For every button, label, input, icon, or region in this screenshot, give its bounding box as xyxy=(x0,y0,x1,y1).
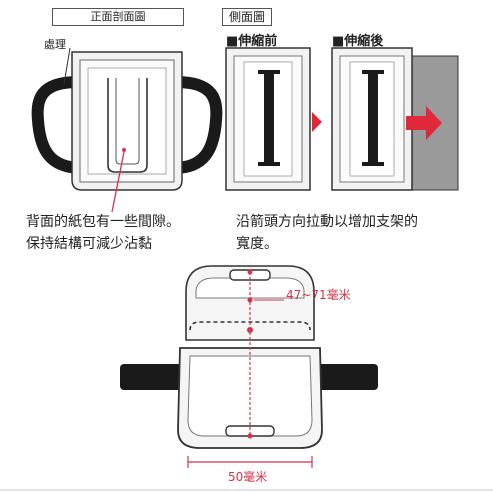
front-section-drawing xyxy=(31,47,223,213)
side-before-drawing xyxy=(225,47,322,191)
callout-label: 處理 xyxy=(44,38,66,51)
left-bar-handle xyxy=(120,364,182,390)
before-label: 伸縮前 xyxy=(238,34,278,49)
after-label-wrap: ■伸縮後 xyxy=(332,30,383,49)
height-range-label: 47~71毫米 xyxy=(286,288,351,302)
right-bar-handle xyxy=(316,364,378,390)
dimension-drawing xyxy=(120,265,378,468)
square-bullet-icon: ■ xyxy=(226,34,239,49)
front-section-title: 正面剖面圖 xyxy=(52,8,184,26)
square-bullet-icon: ■ xyxy=(332,34,345,49)
width-label: 50毫米 xyxy=(228,470,268,484)
left-caption-line1: 背面的紙包有一些間隙。 xyxy=(26,214,180,230)
small-direction-arrow xyxy=(312,112,322,132)
side-after-drawing xyxy=(331,47,459,191)
left-handle xyxy=(31,76,88,174)
big-direction-arrow xyxy=(406,106,442,140)
before-label-wrap: ■伸縮前 xyxy=(226,30,277,49)
right-handle xyxy=(168,76,223,174)
right-caption-line2: 寬度。 xyxy=(236,236,278,252)
left-caption-line2: 保持結構可減少沾黏 xyxy=(26,236,152,252)
right-caption-line1: 沿箭頭方向拉動以增加支架的 xyxy=(236,214,418,230)
side-view-title: 側面圖 xyxy=(222,8,272,26)
after-label: 伸縮後 xyxy=(344,34,384,49)
gap-pointer-line xyxy=(111,151,125,213)
